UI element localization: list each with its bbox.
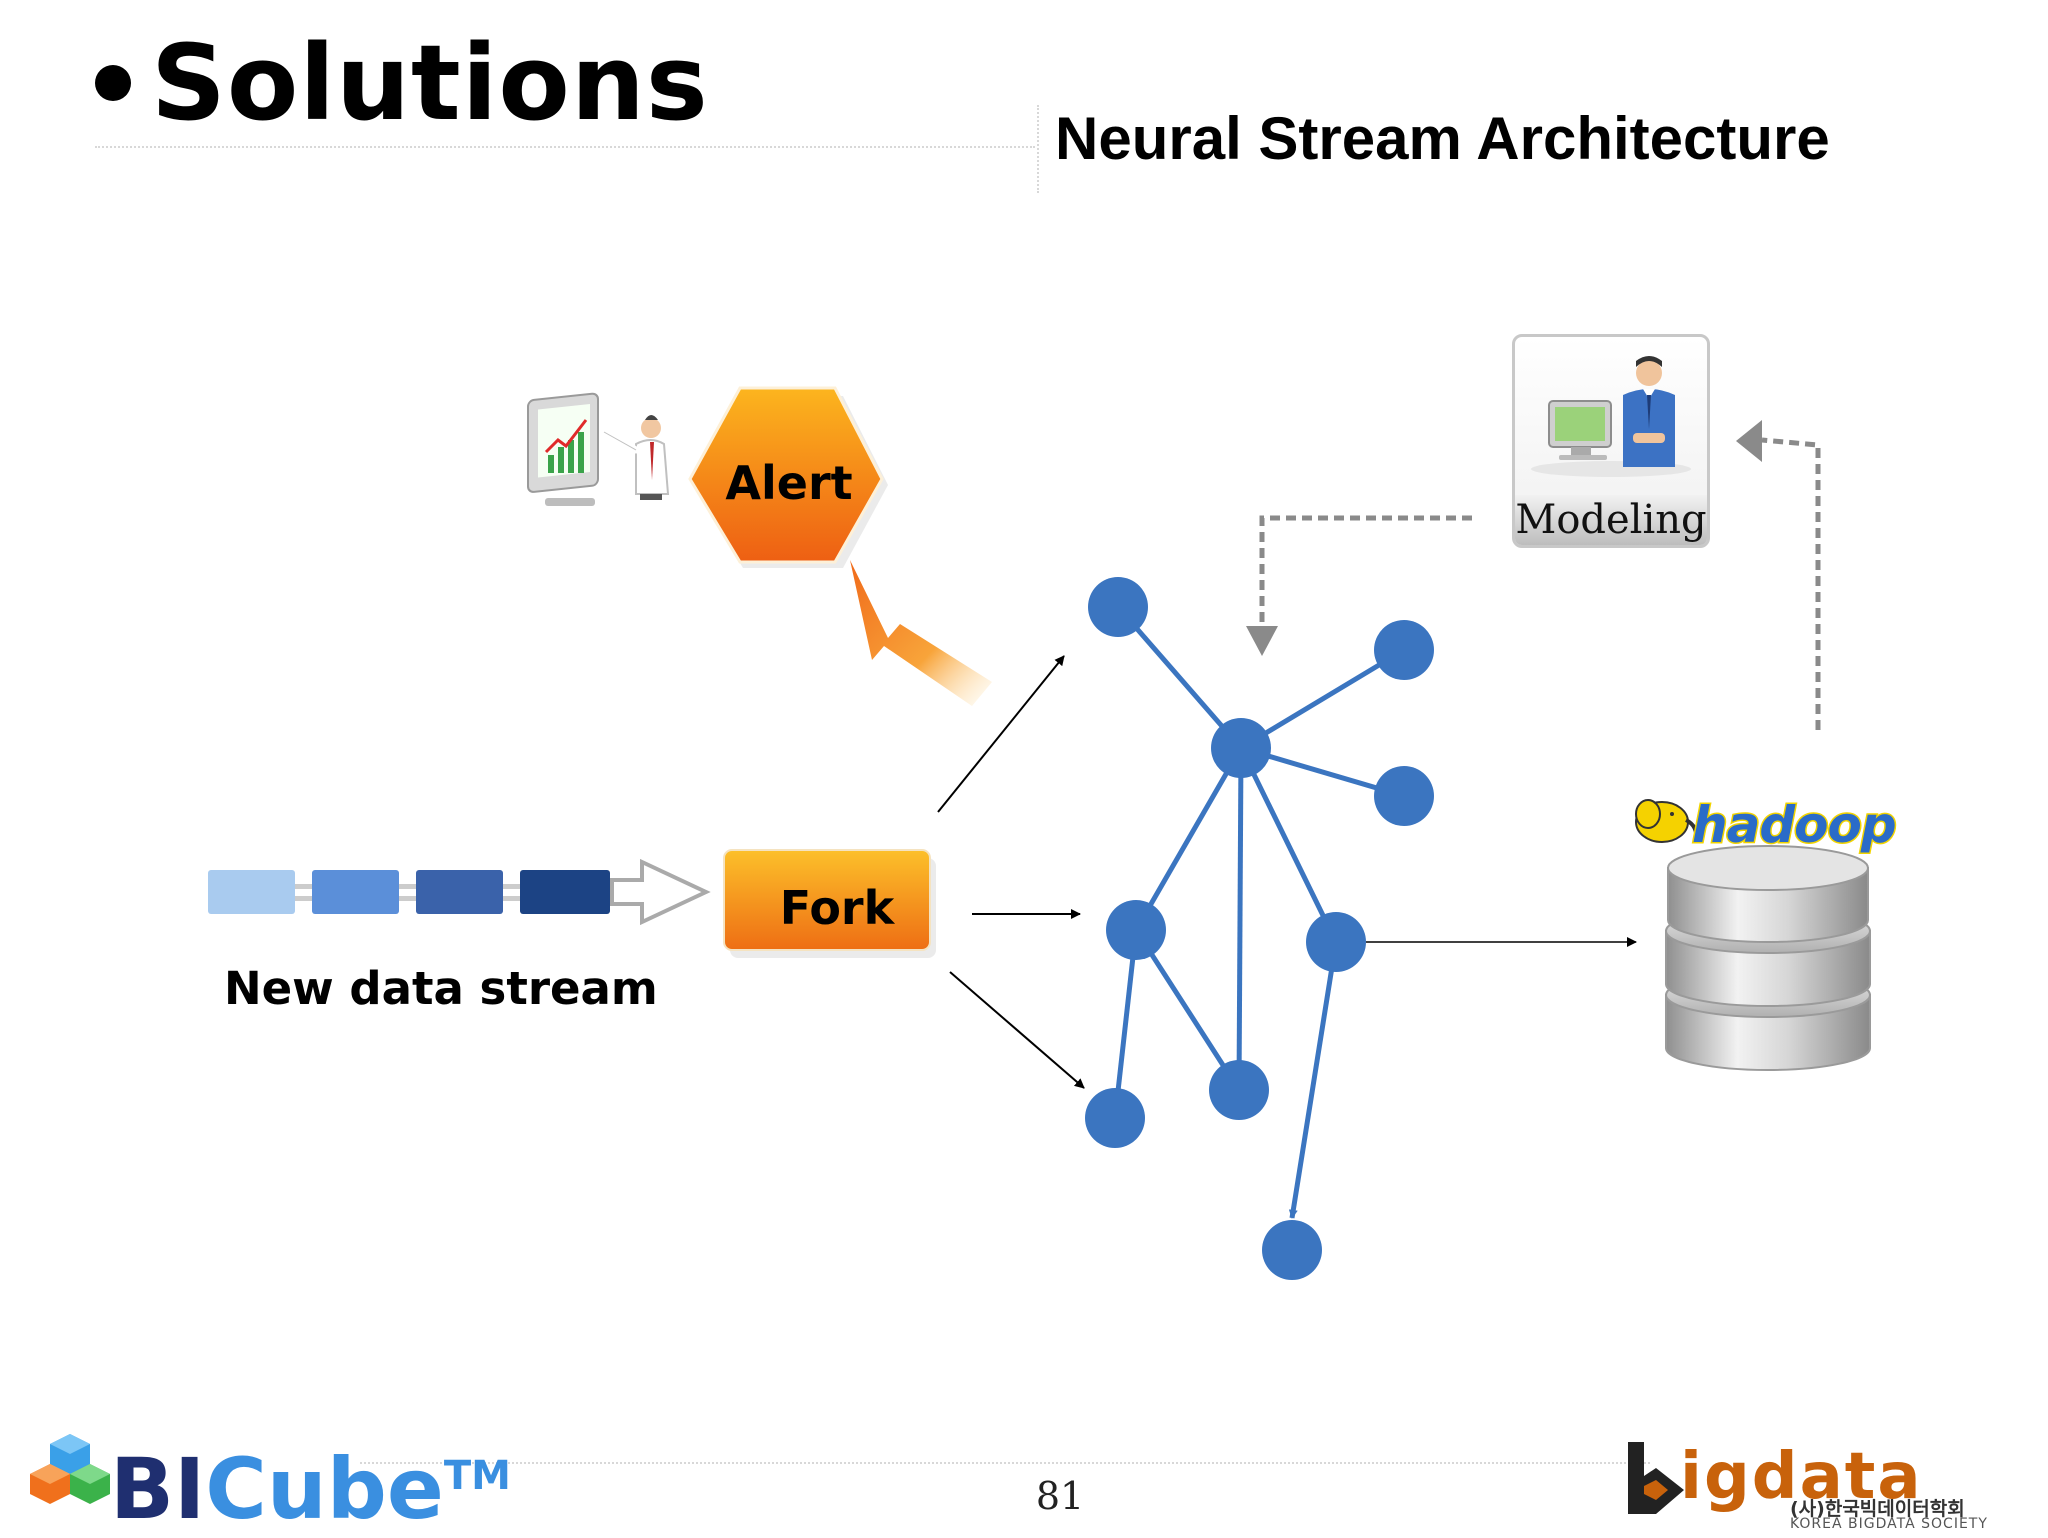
network-node xyxy=(1085,1088,1145,1148)
fork-label: Fork xyxy=(780,881,896,935)
alert-hexagon xyxy=(688,386,884,564)
bicube-logo-cube: Cube xyxy=(205,1440,444,1538)
network-node xyxy=(1374,766,1434,826)
stream-block-2 xyxy=(312,870,399,914)
network-node-hub xyxy=(1211,718,1271,778)
network-node xyxy=(1088,577,1148,637)
bigdata-b-icon xyxy=(1628,1442,1684,1514)
footer-divider xyxy=(360,1462,1650,1464)
stream-block-4 xyxy=(520,870,610,914)
page-number: 81 xyxy=(1035,1474,1085,1518)
modeling-label: Modeling xyxy=(1515,495,1707,545)
stream-block-3 xyxy=(416,870,503,914)
network-node xyxy=(1306,912,1366,972)
hadoop-to-modeling-arrow xyxy=(1761,437,1821,730)
subtitle-divider xyxy=(1037,105,1039,193)
alert-arrow-icon xyxy=(850,560,992,706)
stream-arrow-icon xyxy=(610,858,711,926)
bigdata-logo-korean: (사)한국빅데이터학회 xyxy=(1790,1498,1965,1520)
title-divider xyxy=(95,146,1035,148)
network-node xyxy=(1262,1220,1322,1280)
diagram-subtitle: Neural Stream Architecture xyxy=(1055,105,1830,172)
bicube-logo-tm: TM xyxy=(443,1453,511,1499)
stream-label: New data stream xyxy=(224,962,658,1015)
network-edges xyxy=(1112,605,1406,1219)
slide-title: Solutions xyxy=(95,22,709,144)
database-icon xyxy=(1665,845,1871,1071)
bigdata-logo-english: KOREA BIGDATA SOCIETY xyxy=(1790,1516,1988,1532)
bicube-logo-bi: BI xyxy=(110,1440,206,1538)
network-node xyxy=(1209,1060,1269,1120)
modeling-feedback-arrow xyxy=(1259,515,1472,638)
data-stream-blocks xyxy=(208,870,610,914)
bicube-cubes-icon xyxy=(30,1434,110,1504)
modeling-card: Modeling xyxy=(1512,334,1710,548)
alert-label: Alert xyxy=(725,456,852,510)
hadoop-elephant-icon xyxy=(1635,799,1699,843)
fork-box xyxy=(723,849,931,951)
bicube-logo: BICubeTM xyxy=(110,1440,511,1538)
modeling-person-icon xyxy=(1531,356,1691,477)
stream-block-1 xyxy=(208,870,295,914)
bigdata-logo: igdata xyxy=(1680,1440,1923,1514)
network-node xyxy=(1374,620,1434,680)
hadoop-logo-text: hadoop xyxy=(1691,795,1899,856)
fork-arrow-down xyxy=(949,971,1085,1089)
bullet-icon xyxy=(95,64,131,101)
presenter-chart-icon xyxy=(527,392,670,506)
fork-arrow-up xyxy=(937,655,1065,813)
network-nodes xyxy=(1085,577,1434,1280)
network-node xyxy=(1106,900,1166,960)
slide-title-text: Solutions xyxy=(151,22,709,144)
